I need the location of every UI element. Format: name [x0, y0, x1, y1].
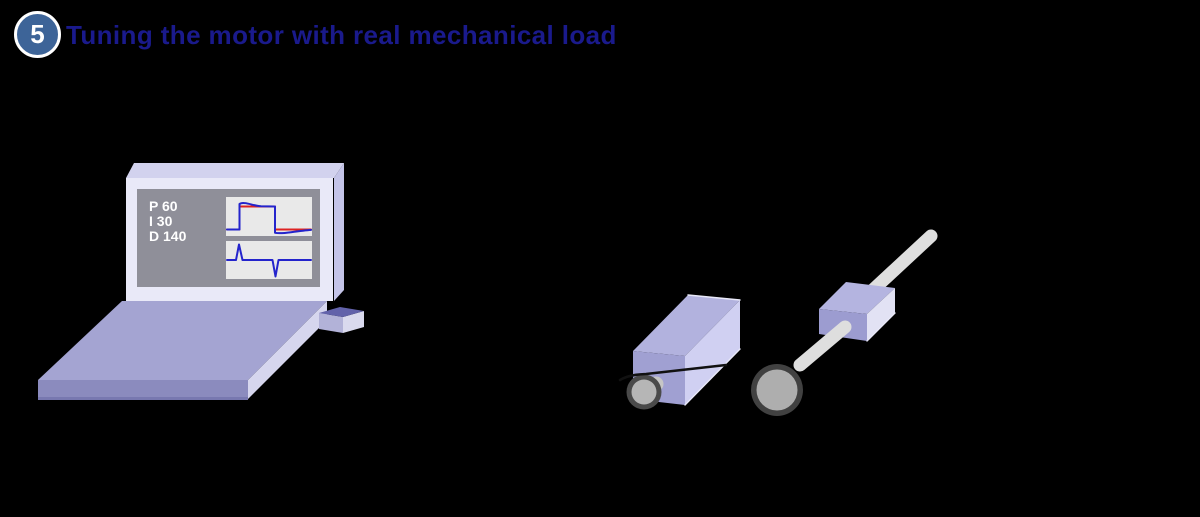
laptop-base-side: [248, 301, 327, 399]
flywheel-pulley: [756, 369, 798, 411]
step-response-plot: [226, 197, 312, 236]
dongle-side-face: [343, 311, 364, 333]
carriage-edge-highlight: [866, 312, 896, 342]
motor-pulley: [631, 379, 657, 405]
laptop-base-bottom-edge: [38, 397, 248, 400]
step-number: 5: [30, 19, 45, 49]
step-number-badge: 5: [14, 11, 61, 58]
laptop-base-front: [38, 380, 248, 399]
pid-d-value: D 140: [149, 228, 187, 244]
carriage-top-face: [819, 282, 895, 314]
lead-screw-assembly: [751, 229, 938, 416]
carriage-side-face: [867, 288, 895, 341]
motor-side-face: [685, 300, 740, 405]
drive-belt: [618, 363, 728, 382]
page-title: Tuning the motor with real mechanical lo…: [66, 20, 617, 50]
motor-top-edge-highlight: [687, 294, 741, 301]
motor: [618, 294, 741, 410]
laptop-lid-top-face: [126, 163, 344, 178]
laptop-lid-side-face: [334, 163, 344, 301]
usb-dongle: [319, 307, 364, 333]
pid-p-value: P 60: [149, 198, 178, 214]
dongle-front-face: [319, 313, 343, 333]
velocity-trace: [226, 243, 312, 278]
pid-readout: P 60 I 30 D 140: [149, 198, 187, 244]
laptop-base-top: [38, 301, 327, 380]
lead-screw-rod-lower: [793, 320, 852, 372]
motor-top-face: [633, 295, 740, 356]
dongle-top-face: [319, 307, 364, 317]
pid-i-value: I 30: [149, 213, 173, 229]
response-trace: [226, 201, 312, 235]
motor-bottom-edge-highlight: [684, 348, 741, 406]
laptop: P 60 I 30 D 140: [38, 163, 364, 400]
velocity-plot: [226, 241, 312, 279]
